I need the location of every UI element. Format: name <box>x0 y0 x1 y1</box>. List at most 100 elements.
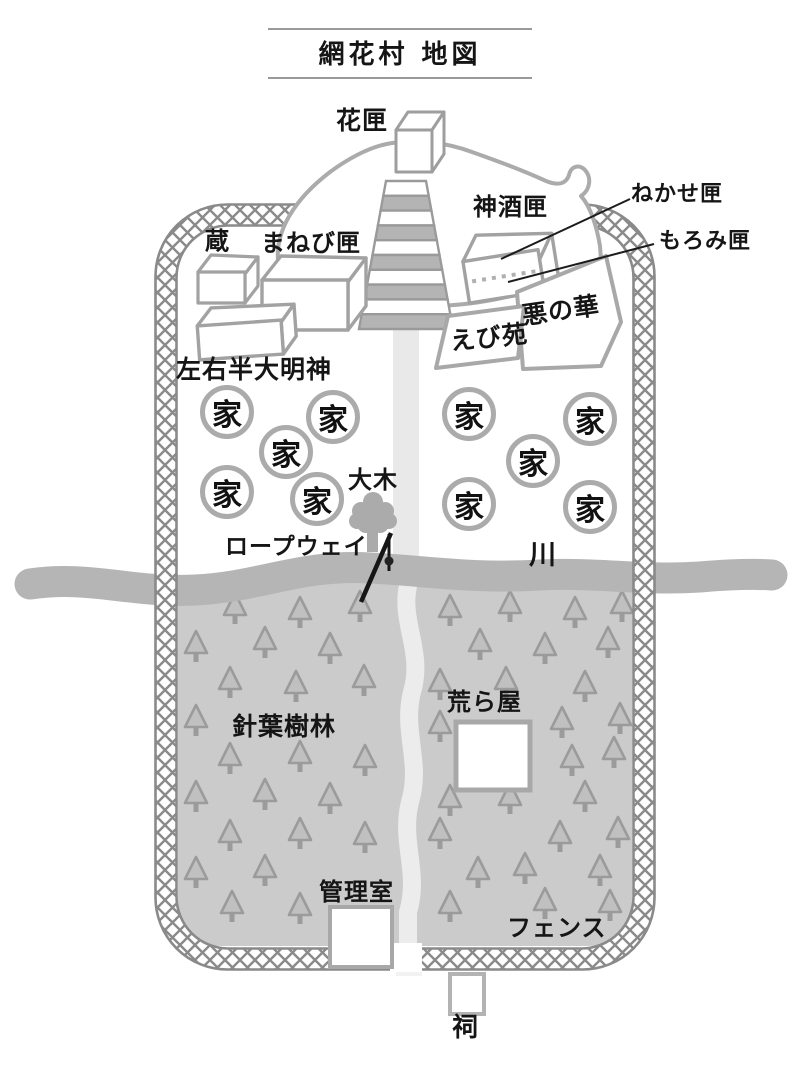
conifer-tree-icon <box>183 855 209 888</box>
conifer-tree-icon <box>183 629 209 662</box>
conifer-tree-icon <box>467 627 493 660</box>
stair-step <box>379 194 433 212</box>
conifer-tree-icon <box>351 663 377 696</box>
conifer-tree-icon <box>252 625 278 658</box>
conifer-tree-icon <box>512 851 538 884</box>
conifer-tree-icon <box>437 889 463 922</box>
hanabako-building <box>394 110 446 174</box>
title-rule-bottom <box>268 77 532 79</box>
mikibako-label: 神酒匣 <box>473 192 548 221</box>
conifer-tree-icon <box>465 855 491 888</box>
stair-step <box>376 209 436 227</box>
house-marker: 家 <box>563 392 617 446</box>
leader-line-nekasebako <box>500 198 631 260</box>
conifer-tree-icon <box>437 593 463 626</box>
conifer-tree-icon <box>219 889 245 922</box>
conifer-tree-icon <box>427 816 453 849</box>
ropeway-label: ロープウェイ <box>225 533 368 560</box>
house-marker: 家 <box>506 434 560 488</box>
manebibako-label: まねび匣 <box>261 228 361 257</box>
conifer-tree-icon <box>549 705 575 738</box>
conifer-tree-icon <box>317 781 343 814</box>
conifer-tree-icon <box>183 703 209 736</box>
title-rule-top <box>268 28 532 30</box>
abaraya-hut <box>453 719 533 793</box>
conifer-tree-icon <box>427 709 453 742</box>
stair-step <box>368 253 444 271</box>
fence-gate-gap <box>390 943 422 972</box>
conifer-tree-icon <box>283 669 309 702</box>
conifer-tree-icon <box>347 589 373 622</box>
conifer-tree-icon <box>252 853 278 886</box>
conifer-tree-icon <box>597 888 623 921</box>
big-tree-icon <box>349 492 397 552</box>
stair-step <box>357 313 455 331</box>
taiboku-label: 大木 <box>348 465 398 494</box>
hokora-label: 祠 <box>452 1013 480 1043</box>
kura-building <box>196 253 260 305</box>
conifer-tree-icon <box>497 781 523 814</box>
stair-step <box>365 268 447 286</box>
house-marker: 家 <box>259 425 313 479</box>
akunohana-field <box>515 254 623 371</box>
conifer-tree-icon <box>605 815 631 848</box>
conifer-tree-icon <box>287 891 313 924</box>
house-marker: 家 <box>200 385 254 439</box>
fence-label: フェンス <box>507 913 607 942</box>
moromibako-label: もろみ匣 <box>659 228 752 254</box>
conifer-tree-icon <box>437 783 463 816</box>
conifer-tree-icon <box>183 779 209 812</box>
map-title-block: 網花村 地図 <box>268 28 532 79</box>
conifer-tree-icon <box>559 743 585 776</box>
forest-path <box>397 577 425 955</box>
conifer-tree-icon <box>572 669 598 702</box>
conifer-tree-icon <box>601 735 627 768</box>
house-marker: 家 <box>563 480 617 534</box>
hanabako-label: 花匣 <box>336 106 389 135</box>
house-marker: 家 <box>442 387 496 441</box>
nekasebako-label: ねかせ匣 <box>631 181 724 207</box>
leader-line-moromibako <box>507 243 655 283</box>
conifer-tree-icon <box>222 591 248 624</box>
forest-label: 針葉樹林 <box>232 712 337 741</box>
conifer-tree-icon <box>352 820 378 853</box>
house-marker: 家 <box>306 390 360 444</box>
conifer-tree-icon <box>497 589 523 622</box>
conifer-tree-icon <box>532 886 558 919</box>
stair-step <box>371 238 441 257</box>
conifer-tree-icon <box>587 853 613 886</box>
conifer-tree-icon <box>572 779 598 812</box>
conifer-tree-icon <box>609 589 635 622</box>
conifer-tree-icon <box>427 667 453 700</box>
conifer-tree-icon <box>287 816 313 849</box>
conifer-tree-icon <box>217 741 243 774</box>
conifer-tree-icon <box>562 595 588 628</box>
summit-stairs <box>357 179 455 331</box>
river-label: 川 <box>529 540 557 571</box>
village-path <box>393 294 419 580</box>
house-marker: 家 <box>290 472 344 526</box>
conifer-tree-icon <box>595 625 621 658</box>
daimyojin-label: 左右半大明神 <box>176 355 333 384</box>
conifer-tree-icon <box>217 818 243 851</box>
page-title: 網花村 地図 <box>318 40 482 70</box>
daimyojin-building <box>195 302 298 362</box>
conifer-tree-icon <box>317 631 343 664</box>
house-marker: 家 <box>200 465 254 519</box>
conifer-tree-icon <box>217 665 243 698</box>
stair-step <box>381 179 431 198</box>
kanrishitsu-label: 管理室 <box>319 877 394 906</box>
forest-trees <box>183 589 635 924</box>
conifer-tree-icon <box>493 665 519 698</box>
abaraya-label: 荒ら屋 <box>447 687 522 716</box>
conifer-tree-icon <box>607 701 633 734</box>
kura-label: 蔵 <box>205 226 230 255</box>
conifer-tree-icon <box>287 595 313 628</box>
ebien-field <box>434 304 526 370</box>
kanrishitsu-building <box>328 905 394 969</box>
conifer-tree-icon <box>287 739 313 772</box>
stair-step <box>373 224 439 242</box>
ropeway-line <box>358 532 394 603</box>
